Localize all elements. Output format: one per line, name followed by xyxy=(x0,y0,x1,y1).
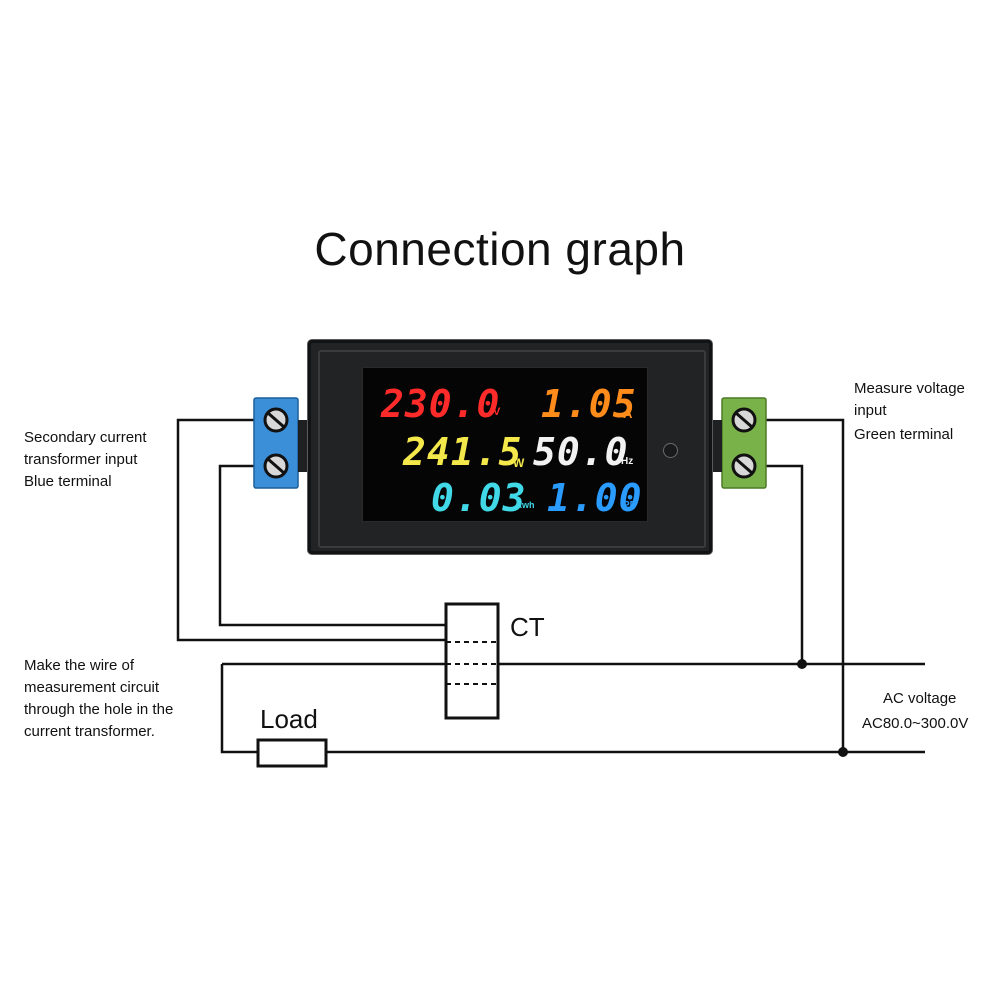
junction-dot-line xyxy=(797,659,807,669)
meter-button xyxy=(663,443,678,458)
screw-icon xyxy=(731,453,757,479)
ct-wire-outer xyxy=(176,418,448,642)
screw-icon xyxy=(263,453,289,479)
voltage-wire-lower xyxy=(766,464,804,664)
power-factor-unit: PF xyxy=(623,500,636,511)
measure-voltage-label: Measure voltage input xyxy=(854,380,965,419)
current-readout: 1.05 xyxy=(541,382,637,426)
green-terminal-label: Green terminal xyxy=(854,426,954,443)
voltage-unit: V xyxy=(493,406,501,418)
load-resistor xyxy=(256,738,328,768)
screw-icon xyxy=(263,407,289,433)
page-title: Connection graph xyxy=(314,223,686,275)
energy-unit: kwh xyxy=(517,500,535,510)
junction-dot-neutral xyxy=(838,747,848,757)
power-readout: 241.5 xyxy=(403,430,523,474)
green-terminal-block xyxy=(721,397,767,489)
voltage-wire-upper xyxy=(766,418,845,752)
ct-label: CT xyxy=(510,612,545,642)
power-unit: W xyxy=(513,456,525,470)
load-loop-wire xyxy=(220,664,258,754)
meter-side-clip-right xyxy=(712,420,722,472)
current-unit: A xyxy=(623,406,633,421)
ac-range-label: AC80.0~300.0V xyxy=(862,715,969,732)
secondary-ct-label: Secondary current transformer input Blue… xyxy=(24,429,147,490)
load-label: Load xyxy=(260,704,318,734)
screw-icon xyxy=(731,407,757,433)
voltage-readout: 230.0 xyxy=(381,382,501,426)
current-transformer xyxy=(444,602,500,720)
frequency-unit: Hz xyxy=(621,456,634,467)
make-wire-instruction: Make the wire of measurement circuit thr… xyxy=(24,657,174,740)
meter-bezel xyxy=(318,350,706,548)
energy-readout: 0.03 xyxy=(431,476,527,520)
meter-side-clip-left xyxy=(298,420,308,472)
ac-voltage-label: AC voltage xyxy=(883,690,957,707)
frequency-readout: 50.0 xyxy=(533,430,629,474)
blue-terminal-block xyxy=(253,397,299,489)
ct-wire-inner xyxy=(218,464,448,627)
meter-display: 230.0 V 1.05 A 241.5 W 50.0 Hz 0.03 kwh … xyxy=(362,367,648,522)
power-factor-readout: 1.00 xyxy=(547,476,643,520)
